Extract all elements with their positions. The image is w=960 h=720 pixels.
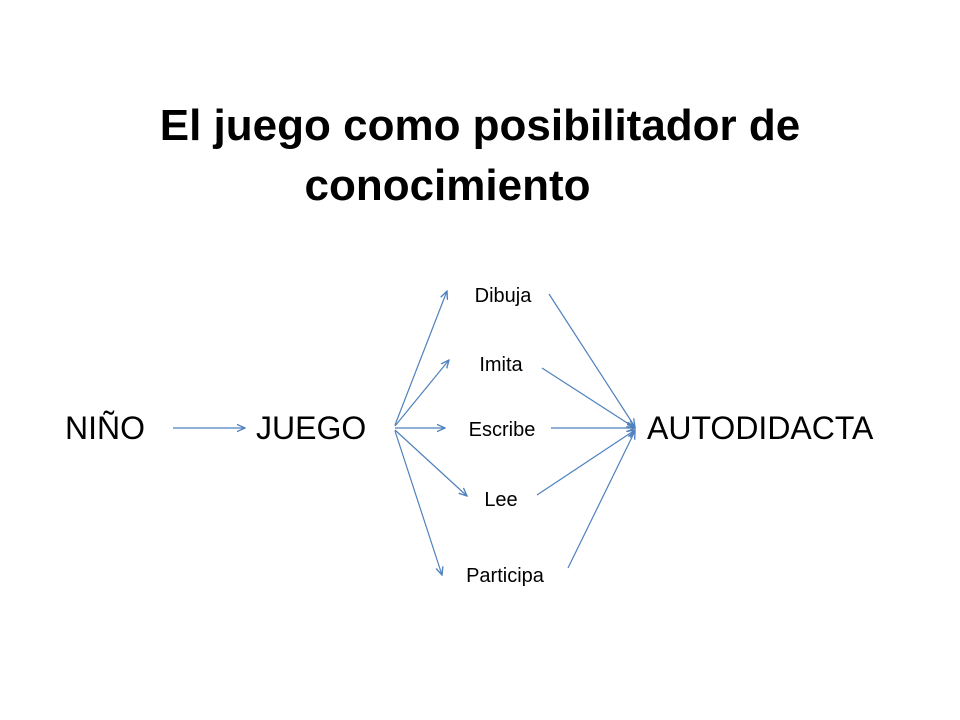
slide-title: El juego como posibilitador de conocimie… <box>60 96 900 216</box>
arrow-juego-to-participa <box>394 430 442 575</box>
arrow-participa-to-autodidacta <box>567 431 635 569</box>
node-autodidacta: AUTODIDACTA <box>647 410 874 446</box>
arrow-group <box>173 291 635 575</box>
arrow-lee-to-autodidacta <box>536 430 635 496</box>
arrow-imita-to-autodidacta <box>541 367 635 428</box>
title-line-2: conocimiento <box>304 161 591 210</box>
node-dibuja: Dibuja <box>474 285 532 307</box>
node-juego: JUEGO <box>256 410 367 446</box>
node-escribe: Escribe <box>468 419 536 441</box>
node-nino: NIÑO <box>65 410 145 446</box>
node-lee: Lee <box>484 489 518 511</box>
arrow-juego-to-imita <box>394 360 449 427</box>
arrow-juego-to-lee <box>394 429 467 496</box>
arrow-dibuja-to-autodidacta <box>548 293 635 427</box>
arrow-juego-to-dibuja <box>394 291 447 426</box>
title-line-1: El juego como posibilitador de <box>159 101 801 150</box>
node-participa: Participa <box>466 565 544 587</box>
node-imita: Imita <box>479 354 523 376</box>
